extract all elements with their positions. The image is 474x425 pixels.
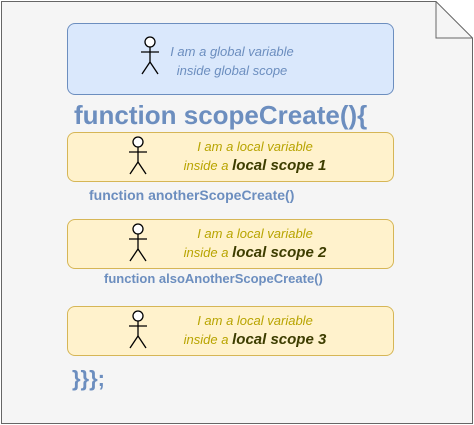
local-scope-name: local scope 2 [232, 244, 327, 261]
local-scope-name: local scope 3 [232, 331, 327, 348]
global-variable-line1: I am a global variable [170, 44, 294, 59]
local-variable-line1: I am a local variable [197, 139, 313, 154]
main-function-declaration: function scopeCreate(){ [74, 100, 368, 130]
global-variable-label: I am a global variable inside global sco… [158, 42, 306, 80]
stick-figure-icon [129, 223, 147, 262]
local-variable-label-2: I am a local variable inside a local sco… [160, 224, 350, 262]
another-function-declaration: function anotherScopeCreate() [89, 187, 295, 203]
local-variable-prefix: inside a [183, 158, 229, 173]
stick-figure-icon [129, 310, 147, 349]
local-variable-line1: I am a local variable [197, 226, 313, 241]
local-variable-label-1: I am a local variable inside a local sco… [160, 137, 350, 175]
local-variable-label-3: I am a local variable inside a local sco… [160, 311, 350, 349]
local-variable-line2: inside a local scope 3 [160, 330, 350, 349]
local-scope-name: local scope 1 [232, 157, 327, 174]
global-variable-line2: inside global scope [176, 63, 288, 78]
page-fold-corner [435, 1, 473, 39]
local-variable-line2: inside a local scope 1 [160, 156, 350, 175]
local-variable-line1: I am a local variable [197, 313, 313, 328]
also-another-function-declaration: function alsoAnotherScopeCreate() [104, 271, 323, 286]
local-variable-line2: inside a local scope 2 [160, 243, 350, 262]
local-scope-box-1 [67, 132, 394, 182]
stick-figure-icon [129, 136, 147, 175]
local-variable-prefix: inside a [183, 332, 229, 347]
local-scope-box-3 [67, 306, 394, 356]
stick-figure-icon [141, 36, 159, 75]
closing-braces: }}}; [72, 366, 106, 391]
local-variable-prefix: inside a [183, 245, 229, 260]
global-scope-box [67, 23, 394, 95]
local-scope-box-2 [67, 219, 394, 269]
